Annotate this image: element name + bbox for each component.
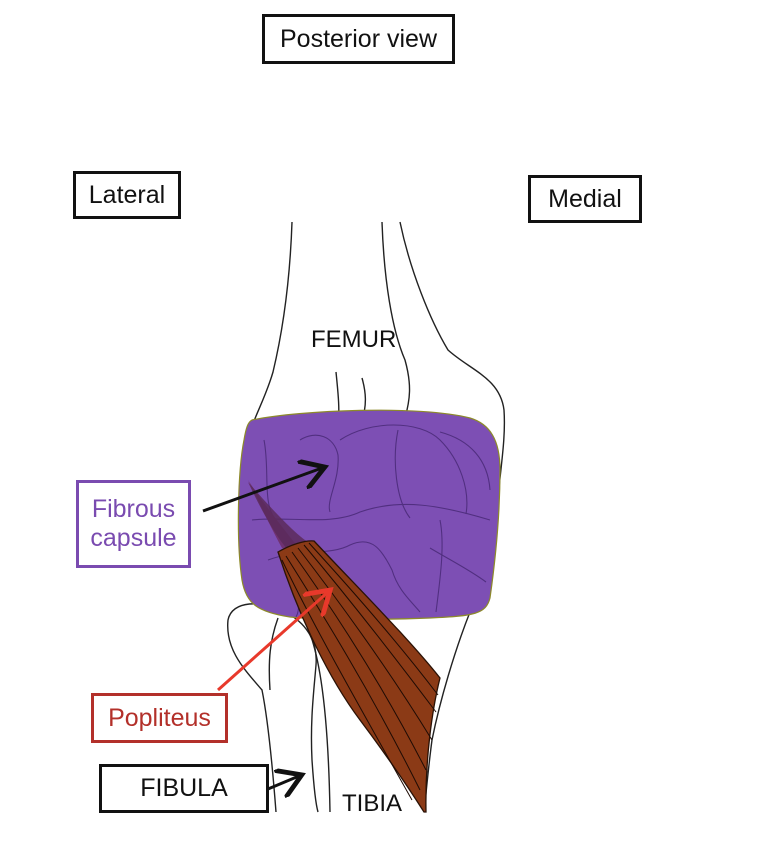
title-box: Posterior view: [262, 14, 455, 64]
fibula-box: FIBULA: [99, 764, 269, 813]
popliteus-label: Popliteus: [108, 703, 211, 732]
tibia-label: TIBIA: [342, 790, 403, 817]
lateral-box: Lateral: [73, 171, 181, 219]
medial-label: Medial: [548, 184, 622, 213]
fibula-pointer-arrow: [267, 776, 299, 789]
capsule-box: Fibrous capsule: [76, 480, 191, 568]
capsule-label-line2: capsule: [90, 524, 177, 552]
femur-label: FEMUR: [311, 326, 397, 353]
medial-box: Medial: [528, 175, 642, 223]
popliteus-box: Popliteus: [91, 693, 228, 743]
fibula-label: FIBULA: [140, 774, 228, 803]
capsule-pointer-arrow: [202, 468, 322, 513]
capsule-label-line1: Fibrous: [91, 495, 176, 524]
popliteus-pointer-arrow: [217, 592, 328, 692]
page-title: Posterior view: [280, 24, 437, 53]
lateral-label: Lateral: [88, 180, 166, 209]
